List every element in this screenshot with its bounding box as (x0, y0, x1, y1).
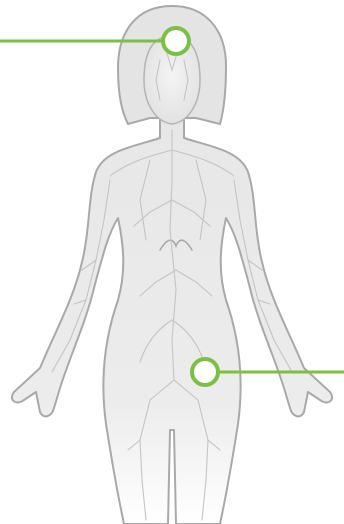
circle-marker-icon (163, 28, 189, 54)
circle-marker-icon (192, 359, 218, 385)
